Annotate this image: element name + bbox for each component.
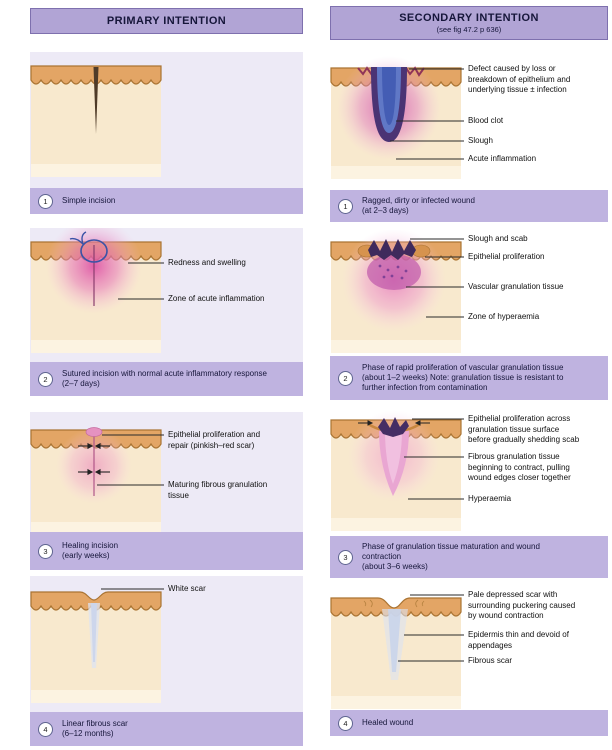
caption-primary-3: 3 Healing incision (early weeks)	[30, 532, 303, 570]
caption-text: Healing incision (early weeks)	[62, 541, 119, 560]
label-epithelial-proliferation: Epithelial proliferation	[468, 252, 545, 261]
panel-secondary-2: Slough and scab Epithelial proliferation…	[330, 230, 608, 356]
caption-text: Ragged, dirty or infected wound (at 2–3 …	[362, 196, 475, 215]
panel-primary-4: White scar	[30, 576, 303, 712]
label-defect: Defect caused by loss or breakdown of ep…	[468, 64, 571, 95]
caption-primary-4: 4 Linear fibrous scar (6–12 months)	[30, 712, 303, 746]
illustration-infected-wound	[330, 56, 464, 179]
caption-text: Phase of rapid proliferation of vascular…	[362, 363, 564, 392]
panel-primary-3: Epithelial proliferation and repair (pin…	[30, 412, 303, 532]
caption-secondary-3: 3 Phase of granulation tissue maturation…	[330, 536, 608, 578]
panel-primary-1	[30, 52, 303, 188]
label-zone-of-acute-inflammation: Zone of acute inflammation	[168, 294, 265, 303]
caption-text: Sutured incision with normal acute infla…	[62, 369, 267, 388]
step-number-badge: 3	[338, 549, 353, 565]
step-number-badge: 4	[338, 715, 353, 731]
caption-secondary-1: 1 Ragged, dirty or infected wound (at 2–…	[330, 190, 608, 222]
label-vascular-granulation-tissue: Vascular granulation tissue	[468, 282, 564, 291]
label-blood-clot: Blood clot	[468, 116, 504, 125]
label-epithelial-proliferation-repair: Epithelial proliferation and repair (pin…	[168, 430, 261, 450]
illustration-linear-scar	[30, 588, 164, 703]
illustration-healing-incision	[30, 427, 164, 532]
panel-primary-2: Redness and swelling Zone of acute infla…	[30, 228, 303, 362]
caption-text: Phase of granulation tissue maturation a…	[362, 542, 540, 571]
step-number-badge: 3	[38, 543, 53, 559]
panel-secondary-1: Defect caused by loss or breakdown of ep…	[330, 52, 608, 190]
page-title-secondary: SECONDARY INTENTION	[399, 12, 539, 24]
label-slough: Slough	[468, 136, 493, 145]
label-maturing-fibrous-granulation: Maturing fibrous granulation tissue	[168, 480, 268, 500]
illustration-simple-incision	[30, 65, 162, 177]
caption-secondary-2: 2 Phase of rapid proliferation of vascul…	[330, 356, 608, 400]
panel-secondary-4: Pale depressed scar with surrounding puc…	[330, 584, 608, 710]
header-primary-intention: PRIMARY INTENTION	[30, 8, 303, 34]
caption-primary-1: 1 Simple incision	[30, 188, 303, 214]
step-number-badge: 1	[38, 193, 53, 209]
label-zone-of-hyperaemia: Zone of hyperaemia	[468, 312, 540, 321]
label-epidermis-thin: Epidermis thin and devoid of appendages	[468, 630, 569, 650]
panel-secondary-3: Epithelial proliferation across granulat…	[330, 406, 608, 536]
caption-primary-2: 2 Sutured incision with normal acute inf…	[30, 362, 303, 396]
label-fibrous-scar: Fibrous scar	[468, 656, 513, 665]
label-pale-depressed-scar: Pale depressed scar with surrounding puc…	[468, 590, 576, 621]
label-slough-and-scab: Slough and scab	[468, 234, 528, 243]
label-acute-inflammation: Acute inflammation	[468, 154, 537, 163]
label-fibrous-granulation-contract: Fibrous granulation tissue beginning to …	[468, 452, 571, 483]
caption-text: Healed wound	[362, 718, 414, 727]
step-number-badge: 1	[338, 198, 353, 214]
header-secondary-intention: SECONDARY INTENTION (see fig 47.2 p 636)	[330, 6, 608, 40]
illustration-healed-wound	[330, 594, 464, 709]
illustration-granulation-proliferation	[330, 230, 464, 353]
caption-text: Simple incision	[62, 196, 116, 205]
illustration-sutured-incision	[30, 228, 164, 353]
step-number-badge: 4	[38, 721, 53, 737]
step-number-badge: 2	[338, 370, 353, 386]
label-epithelial-proliferation-across: Epithelial proliferation across granulat…	[468, 414, 580, 445]
step-number-badge: 2	[38, 371, 53, 387]
label-hyperaemia: Hyperaemia	[468, 494, 512, 503]
page-subtitle-secondary: (see fig 47.2 p 636)	[436, 25, 502, 34]
caption-text: Linear fibrous scar (6–12 months)	[62, 719, 128, 738]
label-redness-and-swelling: Redness and swelling	[168, 258, 246, 267]
illustration-wound-contraction	[330, 410, 464, 531]
label-white-scar: White scar	[168, 584, 206, 593]
page-title-primary: PRIMARY INTENTION	[106, 15, 227, 27]
caption-secondary-4: 4 Healed wound	[330, 710, 608, 736]
